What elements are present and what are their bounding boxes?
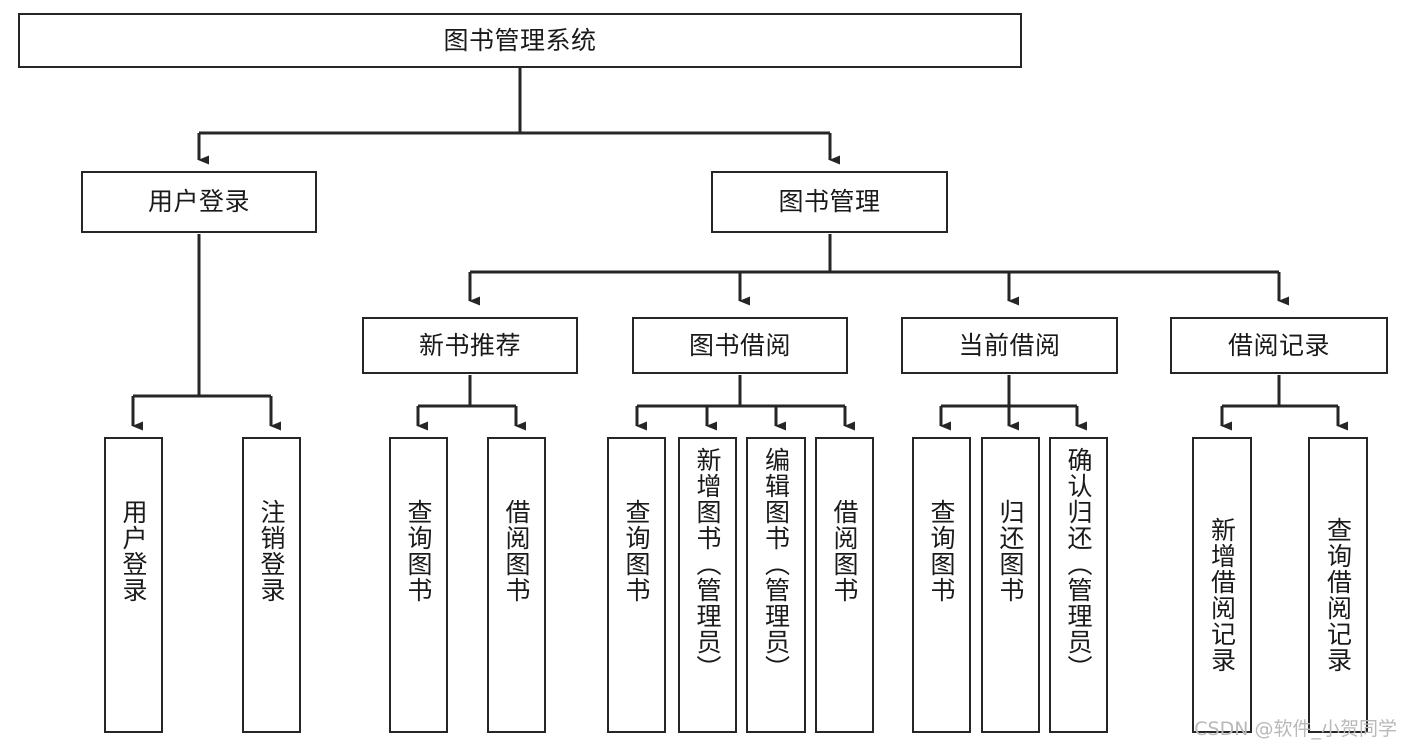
node-borrow-record-label: 借阅记录 bbox=[1227, 330, 1330, 360]
node-book-borrow[interactable]: 图书借阅 bbox=[632, 317, 848, 374]
node-user-login[interactable]: 用户登录 bbox=[81, 171, 317, 233]
node-leaf-user-logout[interactable]: 注销登录 bbox=[242, 437, 301, 733]
node-leaf-add-book-admin-label: 新增图书（管理员） bbox=[693, 447, 722, 681]
node-leaf-query-borrow-record-label: 查询借阅记录 bbox=[1323, 517, 1353, 673]
watermark-label: CSDN @软件_小贺同学 bbox=[1194, 718, 1397, 740]
node-leaf-user-login-label: 用户登录 bbox=[119, 499, 148, 603]
node-leaf-return-book-label: 归还图书 bbox=[996, 499, 1025, 603]
node-book-borrow-label: 图书借阅 bbox=[688, 330, 791, 360]
node-leaf-query-borrow-record[interactable]: 查询借阅记录 bbox=[1308, 437, 1368, 733]
node-new-book-recommend-label: 新书推荐 bbox=[418, 330, 521, 360]
node-leaf-user-logout-label: 注销登录 bbox=[257, 499, 286, 603]
node-root-label: 图书管理系统 bbox=[443, 25, 597, 55]
node-leaf-user-login[interactable]: 用户登录 bbox=[104, 437, 163, 733]
node-leaf-add-borrow-record-label: 新增借阅记录 bbox=[1207, 517, 1237, 673]
node-leaf-borrow-book-2[interactable]: 借阅图书 bbox=[815, 437, 874, 733]
node-book-manage[interactable]: 图书管理 bbox=[711, 171, 948, 233]
node-leaf-confirm-return-admin[interactable]: 确认归还（管理员） bbox=[1049, 437, 1108, 733]
node-leaf-return-book[interactable]: 归还图书 bbox=[981, 437, 1040, 733]
node-root[interactable]: 图书管理系统 bbox=[18, 13, 1022, 68]
node-book-manage-label: 图书管理 bbox=[778, 187, 881, 217]
node-current-borrow-label: 当前借阅 bbox=[958, 330, 1061, 360]
node-leaf-query-book-2-label: 查询图书 bbox=[622, 499, 651, 603]
node-leaf-borrow-book-2-label: 借阅图书 bbox=[830, 499, 859, 603]
node-leaf-query-book-3-label: 查询图书 bbox=[927, 499, 956, 603]
node-leaf-confirm-return-admin-label: 确认归还（管理员） bbox=[1064, 447, 1093, 681]
node-leaf-add-book-admin[interactable]: 新增图书（管理员） bbox=[678, 437, 737, 733]
node-borrow-record[interactable]: 借阅记录 bbox=[1170, 317, 1388, 374]
node-leaf-query-book-2[interactable]: 查询图书 bbox=[607, 437, 666, 733]
node-user-login-label: 用户登录 bbox=[147, 187, 250, 217]
node-current-borrow[interactable]: 当前借阅 bbox=[901, 317, 1118, 374]
node-new-book-recommend[interactable]: 新书推荐 bbox=[362, 317, 578, 374]
node-leaf-add-borrow-record[interactable]: 新增借阅记录 bbox=[1192, 437, 1252, 733]
node-leaf-borrow-book-1[interactable]: 借阅图书 bbox=[487, 437, 546, 733]
node-leaf-borrow-book-1-label: 借阅图书 bbox=[502, 499, 531, 603]
node-leaf-edit-book-admin-label: 编辑图书（管理员） bbox=[761, 447, 791, 681]
node-leaf-edit-book-admin[interactable]: 编辑图书（管理员） bbox=[746, 437, 806, 733]
node-leaf-query-book-3[interactable]: 查询图书 bbox=[912, 437, 971, 733]
node-leaf-query-book-1-label: 查询图书 bbox=[404, 499, 433, 603]
node-leaf-query-book-1[interactable]: 查询图书 bbox=[389, 437, 448, 733]
